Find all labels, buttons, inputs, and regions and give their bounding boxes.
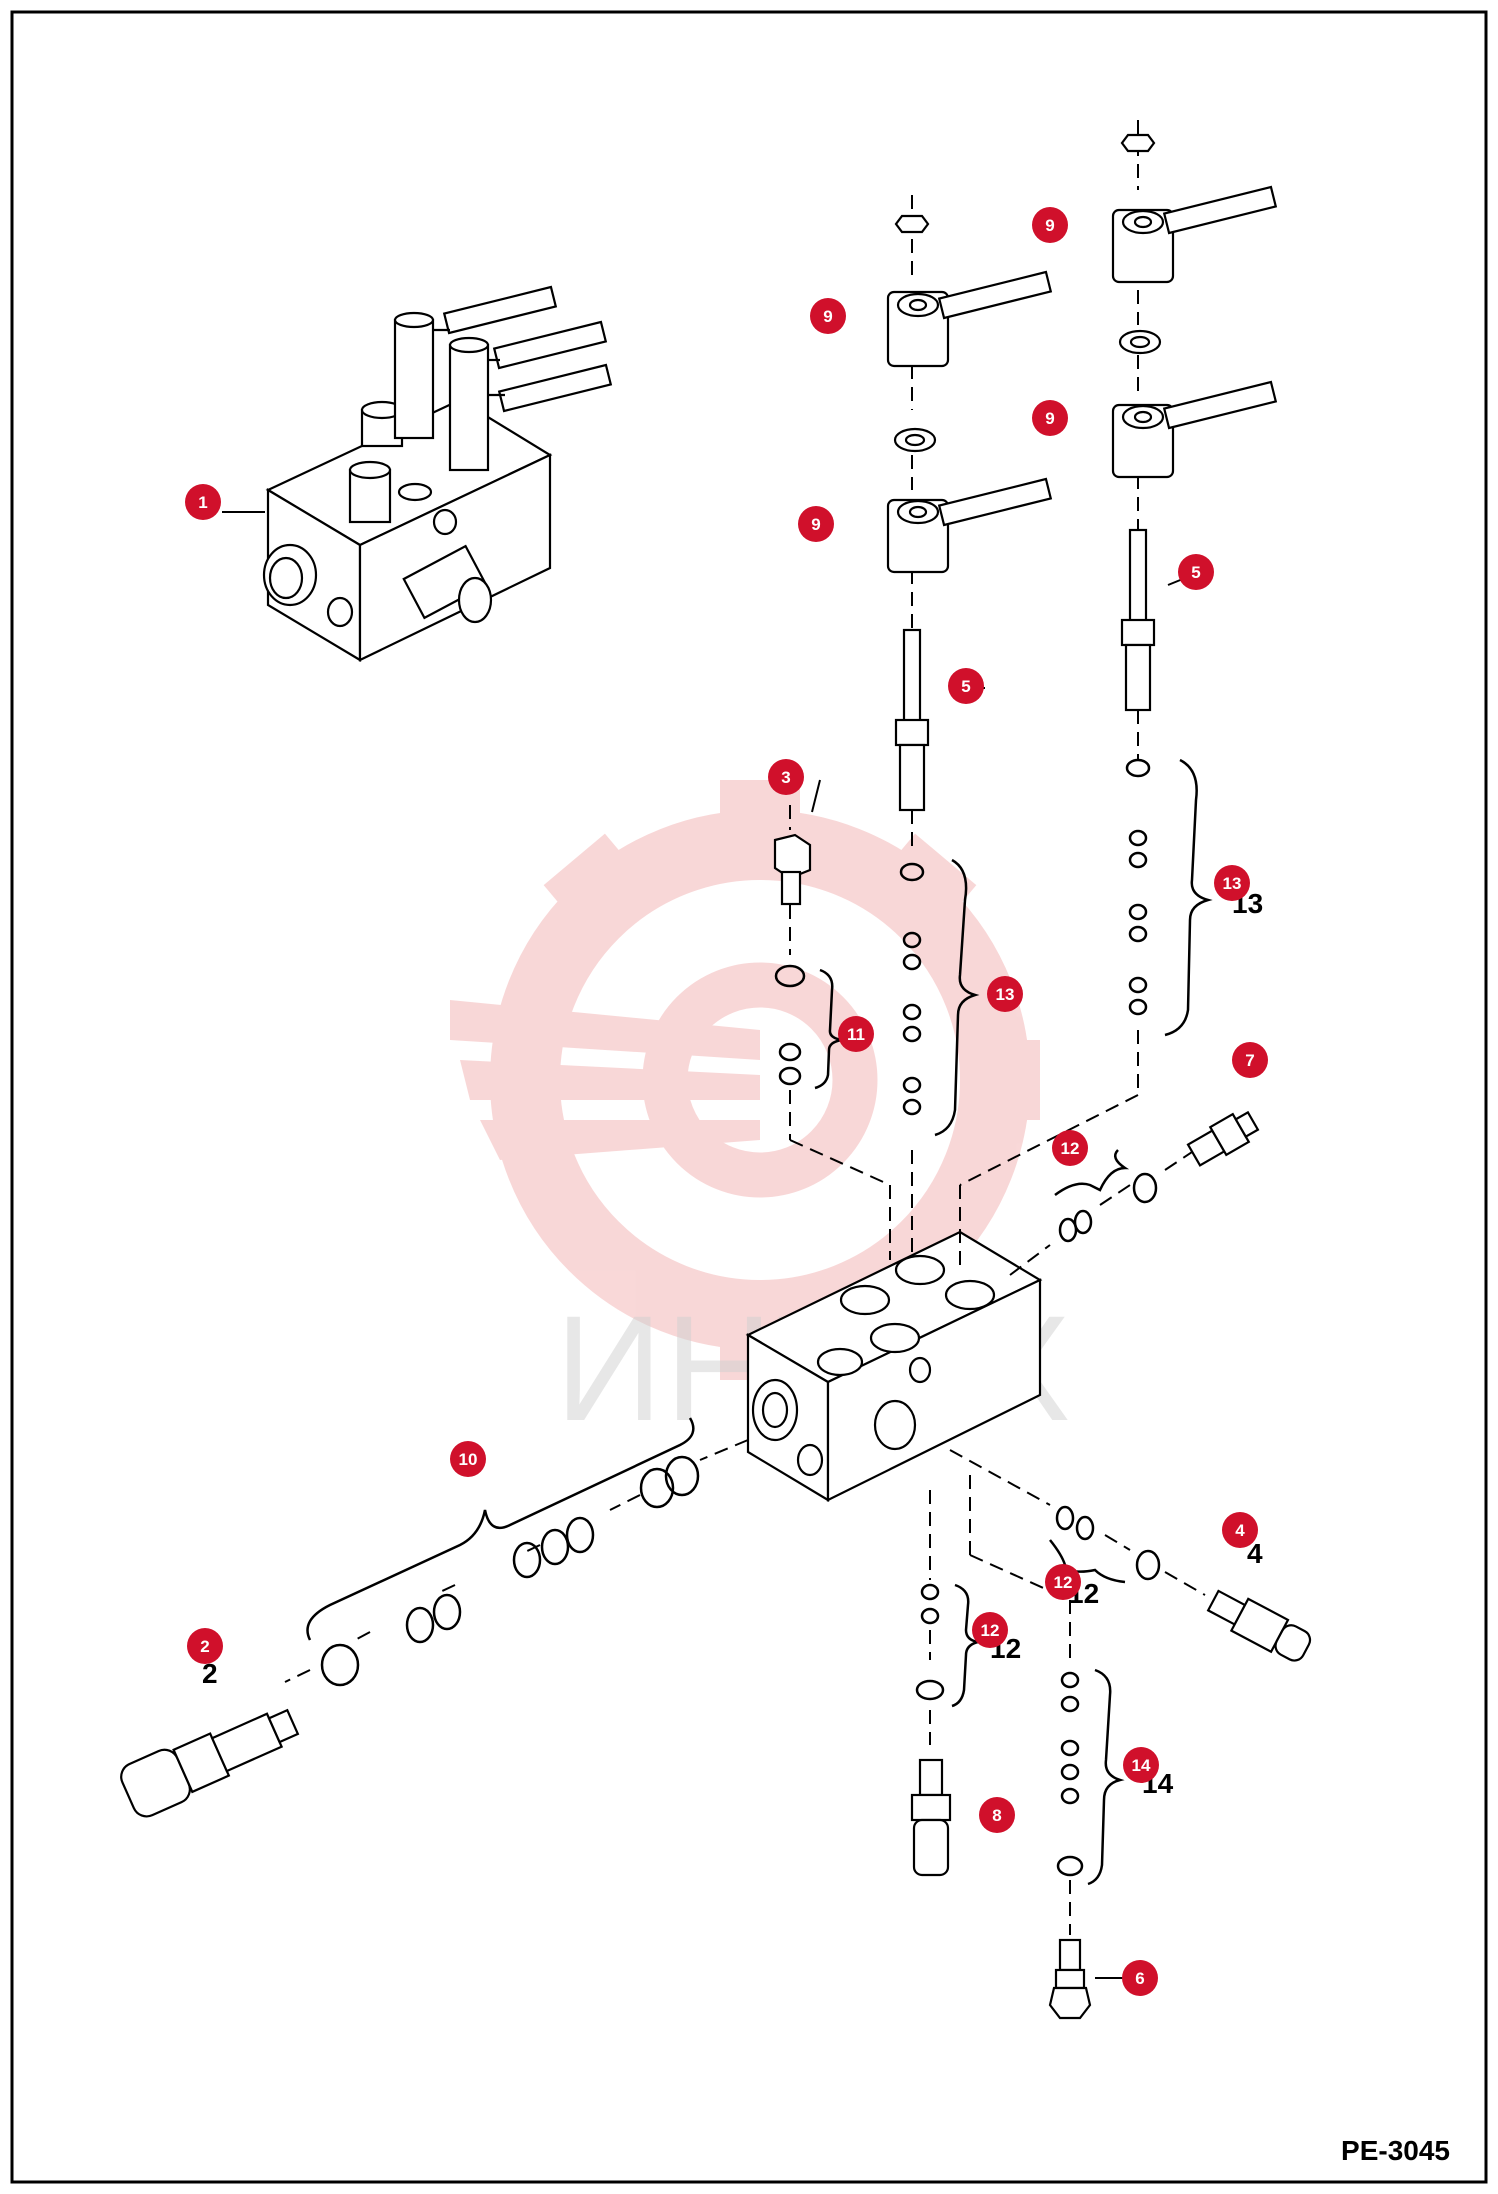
svg-text:9: 9 <box>823 307 832 326</box>
fittings-drawing <box>120 833 1312 2020</box>
callout-12c[interactable]: 12 <box>972 1612 1008 1648</box>
callout-9a[interactable]: 9 <box>810 298 846 334</box>
callout-2[interactable]: 2 <box>187 1628 223 1664</box>
svg-text:6: 6 <box>1135 1969 1144 1988</box>
callout-10[interactable]: 10 <box>450 1441 486 1477</box>
callout-9c[interactable]: 9 <box>1032 207 1068 243</box>
callout-11[interactable]: 11 <box>838 1016 874 1052</box>
svg-text:2: 2 <box>200 1637 209 1656</box>
svg-text:13: 13 <box>996 985 1015 1004</box>
svg-text:7: 7 <box>1245 1051 1254 1070</box>
svg-text:11: 11 <box>847 1025 865 1044</box>
svg-text:14: 14 <box>1132 1756 1151 1775</box>
callout-leaders <box>222 511 1201 1979</box>
svg-text:1: 1 <box>198 493 207 512</box>
solenoid-coils-drawing <box>886 133 1278 574</box>
svg-text:9: 9 <box>1045 216 1054 235</box>
svg-text:12: 12 <box>1054 1573 1073 1592</box>
callout-13a[interactable]: 13 <box>987 976 1023 1012</box>
callout-3[interactable]: 3 <box>768 759 804 795</box>
svg-text:10: 10 <box>459 1450 478 1469</box>
assembled-valve-drawing <box>262 285 613 662</box>
svg-text:5: 5 <box>961 677 970 696</box>
callout-9d[interactable]: 9 <box>1032 400 1068 436</box>
callout-7[interactable]: 7 <box>1232 1042 1268 1078</box>
page-code: PE-3045 <box>1341 2135 1450 2166</box>
grouping-brackets <box>306 758 1213 1886</box>
page-border <box>10 10 1488 2184</box>
o-rings-drawing <box>320 758 1161 1877</box>
printed-number-4: 4 <box>1247 1538 1263 1569</box>
valve-body-drawing <box>745 1230 1043 1502</box>
callout-5b[interactable]: 5 <box>1178 554 1214 590</box>
callout-8[interactable]: 8 <box>979 1797 1015 1833</box>
callout-14[interactable]: 14 <box>1123 1747 1159 1783</box>
svg-text:3: 3 <box>781 768 790 787</box>
callout-12a[interactable]: 12 <box>1052 1130 1088 1166</box>
callout-6[interactable]: 6 <box>1122 1960 1158 1996</box>
svg-text:8: 8 <box>992 1806 1001 1825</box>
callout-1[interactable]: 1 <box>185 484 221 520</box>
callout-12b[interactable]: 12 <box>1045 1564 1081 1600</box>
assembly-guide-lines <box>284 120 1206 1935</box>
svg-text:13: 13 <box>1223 874 1242 893</box>
printed-part-numbers: 2 4 13 12 12 14 <box>202 888 1263 1799</box>
svg-text:9: 9 <box>811 515 820 534</box>
svg-text:4: 4 <box>1235 1521 1245 1540</box>
callout-13b[interactable]: 13 <box>1214 865 1250 901</box>
svg-text:5: 5 <box>1191 563 1200 582</box>
svg-text:12: 12 <box>981 1621 1000 1640</box>
svg-text:12: 12 <box>1061 1139 1080 1158</box>
callout-4[interactable]: 4 <box>1222 1512 1258 1548</box>
svg-text:9: 9 <box>1045 409 1054 428</box>
printed-number-2: 2 <box>202 1658 218 1689</box>
callout-9b[interactable]: 9 <box>798 506 834 542</box>
cartridges-drawing <box>894 528 1156 812</box>
callout-5a[interactable]: 5 <box>948 668 984 704</box>
